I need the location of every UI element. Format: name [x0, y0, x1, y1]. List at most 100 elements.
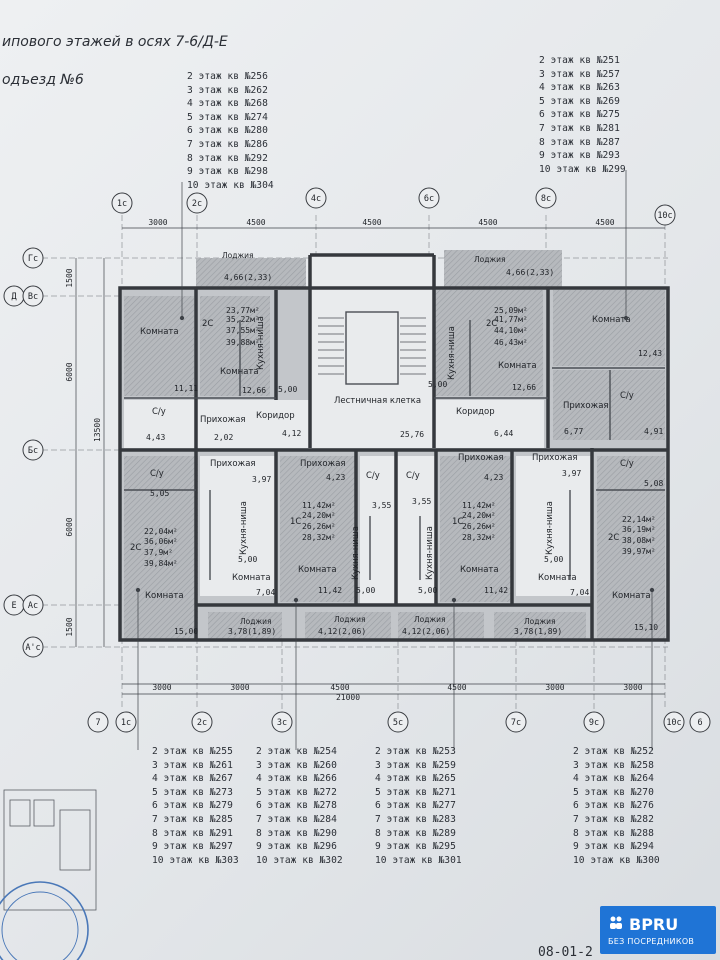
loggia-top-left — [196, 258, 306, 288]
label-hall-4: Прихожая — [300, 459, 346, 469]
stair-treads — [318, 317, 426, 375]
label-bath-4: С/у — [366, 471, 380, 481]
a252-1: 36,19м² — [622, 525, 656, 534]
apt-list-row: 2 этаж кв №256 — [187, 71, 268, 82]
apt-list-row: 10 этаж кв №300 — [573, 854, 660, 866]
r-202: 2,02 — [214, 433, 233, 442]
a253-0: 11,42м² — [462, 501, 496, 510]
loggia-b4-area: 3,78(1,89) — [514, 627, 562, 636]
label-kitchen-4: Кухня-ниша — [351, 526, 361, 580]
a256-3: 39,88м² — [226, 338, 260, 347]
apt-list-row: 3 этаж кв №261 — [152, 759, 233, 771]
hall-256-zone — [200, 456, 276, 596]
r-1500: 15,00 — [174, 627, 198, 636]
axis-bottom-2: 1с — [121, 718, 131, 728]
loggia-top-right — [444, 250, 562, 288]
a252-0: 22,14м² — [622, 515, 656, 524]
axis-top-3: 4с — [311, 194, 321, 204]
apt-list-row: 8 этаж кв №288 — [573, 827, 654, 839]
dim-top-3: 4500 — [362, 218, 381, 227]
label-kitchen-5: Кухня-ниша — [425, 526, 435, 580]
apt-list-row: 9 этаж кв №293 — [539, 150, 620, 162]
r-500a: 5,00 — [278, 385, 297, 394]
apt-list-row: 2 этаж кв №252 — [573, 746, 654, 757]
axis-bottom-1: 7 — [95, 718, 100, 728]
r-355b: 3,55 — [412, 497, 431, 506]
label-type-251: 2С — [486, 319, 497, 329]
r-1266b: 12,66 — [512, 383, 536, 392]
apt-list-bottom-1: 2 этаж кв №255 3 этаж кв №261 4 этаж кв №2… — [152, 745, 239, 867]
label-room-256a: Комната — [140, 327, 179, 337]
axis-top-2: 2с — [192, 199, 202, 209]
r-1142b: 11,42 — [484, 586, 508, 595]
dim-bottom-3: 4500 — [330, 683, 349, 692]
apt-list-row: 5 этаж кв №273 — [152, 786, 233, 798]
apt-list-row: 4 этаж кв №267 — [152, 773, 233, 785]
axis-left-1: Гс — [28, 254, 38, 264]
a255-3: 39,84м² — [144, 559, 178, 568]
apt-list-row: 8 этаж кв №291 — [152, 827, 233, 839]
label-bath-1: С/у — [152, 407, 166, 417]
r-1510: 15,10 — [634, 623, 658, 632]
a251-2: 44,10м² — [494, 326, 528, 335]
dim-left-3: 13500 — [93, 418, 102, 442]
label-type-253: 1С — [452, 517, 463, 527]
loggia-b2 — [305, 612, 391, 640]
r-412: 4,12 — [282, 429, 301, 438]
axis-top-4: 6с — [424, 194, 434, 204]
apt-list-row: 3 этаж кв №260 — [256, 759, 337, 771]
axis-top-5: 8с — [541, 194, 551, 204]
r-704a: 7,04 — [256, 588, 275, 597]
label-kitchen-1: Кухня-ниша — [256, 316, 266, 370]
r-644: 6,44 — [494, 429, 513, 438]
a256-1: 35,22м² — [226, 315, 260, 324]
r-423a: 4,23 — [326, 473, 345, 482]
apt-list-row: 4 этаж кв №264 — [573, 773, 654, 785]
a254-1: 24,20м² — [302, 511, 336, 520]
axis-bottom-5: 5с — [393, 718, 403, 728]
apt-list-row: 9 этаж кв №295 — [375, 841, 456, 853]
axis-bottom-6: 7с — [511, 718, 521, 728]
kitchen-zone — [360, 456, 436, 606]
apt-list-row: 4 этаж кв №263 — [539, 82, 620, 94]
apt-list-row: 5 этаж кв №269 — [539, 95, 620, 107]
dimension-lines — [75, 227, 665, 695]
room-251-b — [553, 290, 665, 366]
r-397a: 3,97 — [252, 475, 271, 484]
hall-252-zone — [516, 456, 592, 596]
dim-left-4: 6000 — [65, 517, 74, 536]
axis-bottom-8: 10с — [666, 718, 681, 728]
label-bath-3: С/у — [150, 469, 164, 479]
label-type-254: 1С — [290, 517, 301, 527]
r-423b: 4,23 — [484, 473, 503, 482]
apt-list-row: 10 этаж кв №302 — [256, 854, 343, 866]
label-room-254: Комната — [298, 565, 337, 575]
room-251-c — [553, 370, 665, 440]
r-2576: 25,76 — [400, 430, 424, 439]
people-icon — [608, 915, 624, 935]
entrance-title: одъезд №6 — [2, 72, 84, 88]
apt-list-row: 2 этаж кв №253 — [375, 746, 456, 757]
brand-name: BPRU — [629, 915, 679, 934]
label-room-251b: Комната — [592, 315, 631, 325]
dim-bottom-4: 4500 — [447, 683, 466, 692]
axis-left-3: Вс — [28, 292, 38, 302]
a255-0: 22,04м² — [144, 527, 178, 536]
axis-left-2: Д — [11, 292, 16, 302]
axis-bottom-7: 9с — [589, 718, 599, 728]
apt-list-row: 9 этаж кв №294 — [573, 841, 654, 853]
a252-3: 39,97м² — [622, 547, 656, 556]
axis-bubbles — [3, 187, 711, 733]
r-1142a: 11,42 — [318, 586, 342, 595]
label-room-252b: Комната — [612, 591, 651, 601]
loggia-b4 — [494, 612, 586, 640]
label-loggia-b2: Лоджия — [334, 615, 366, 624]
loggia-b3 — [398, 612, 484, 640]
plan-title: ипового этажей в осях 7-6/Д-Е — [2, 34, 228, 50]
bpru-badge[interactable]: BPRU БЕЗ ПОСРЕДНИКОВ — [600, 906, 716, 954]
apt-list-row: 6 этаж кв №275 — [539, 109, 620, 121]
apt-list-row: 2 этаж кв №251 — [539, 55, 620, 66]
apt-list-row: 2 этаж кв №255 — [152, 746, 233, 757]
label-room-253: Комната — [460, 565, 499, 575]
